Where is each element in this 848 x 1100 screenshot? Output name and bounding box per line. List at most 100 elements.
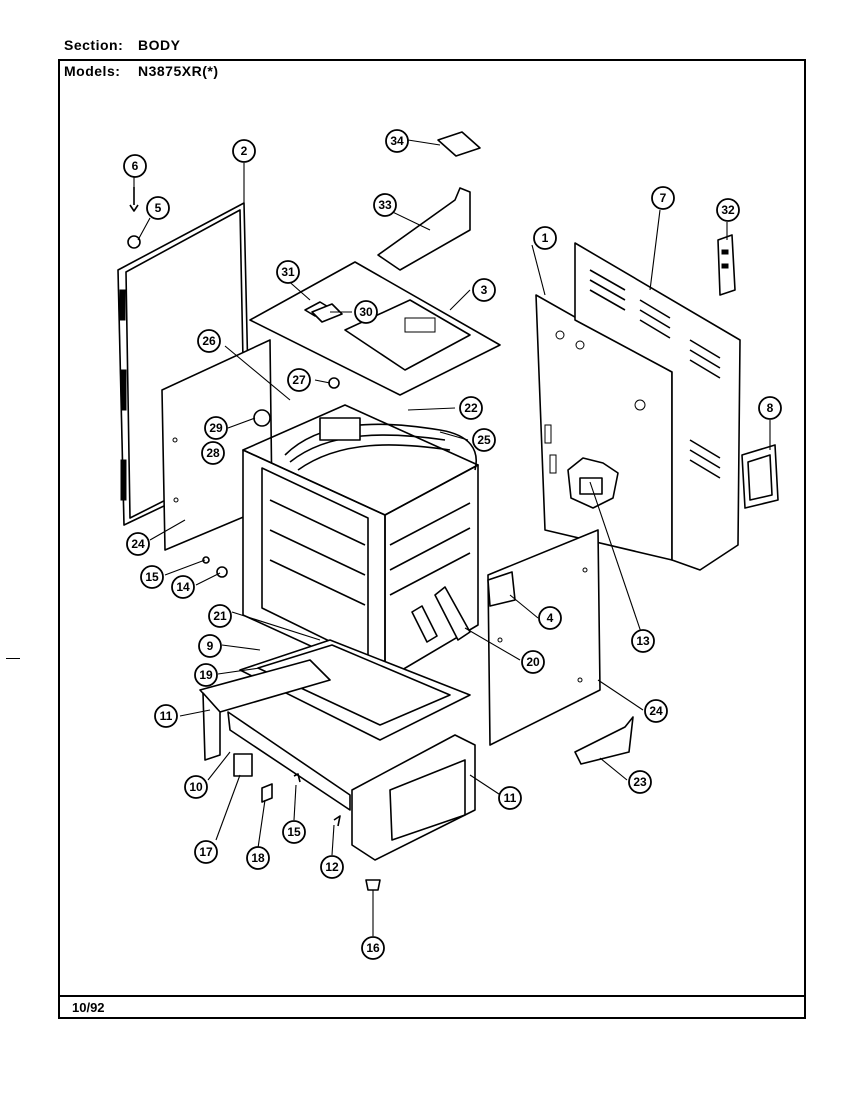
callout-circle (644, 699, 668, 723)
section-key: Section: (64, 37, 124, 53)
part-corner-bracket (574, 716, 634, 765)
footer-date: 10/92 (72, 1000, 105, 1015)
callout-14: 14 (171, 575, 195, 599)
callout-circle (758, 396, 782, 420)
section-value: BODY (138, 37, 181, 53)
callout-3: 3 (472, 278, 496, 302)
callout-11: 11 (154, 704, 178, 728)
callout-7: 7 (651, 186, 675, 210)
callout-circle (651, 186, 675, 210)
callout-label: 15 (145, 570, 159, 584)
callout-label: 22 (464, 401, 478, 415)
callout-2: 2 (232, 139, 256, 163)
part-access-cover (741, 444, 779, 509)
callout-9: 9 (198, 634, 222, 658)
callout-label: 6 (132, 159, 139, 173)
callout-18: 18 (246, 846, 270, 870)
callout-label: 1 (542, 231, 549, 245)
callout-circle (538, 606, 562, 630)
callout-12: 12 (320, 855, 344, 879)
callout-label: 25 (477, 433, 491, 447)
callout-circle (320, 855, 344, 879)
part-oven-cavity (242, 404, 479, 681)
models-value: N3875XR(*) (138, 63, 219, 79)
callout-label: 10 (189, 780, 203, 794)
callout-19: 19 (194, 663, 218, 687)
part-flue-duct (377, 187, 471, 271)
callout-circle (472, 278, 496, 302)
callout-circle (533, 226, 557, 250)
callout-circle (498, 786, 522, 810)
callout-circle (459, 396, 483, 420)
part-small-hardware (127, 187, 381, 891)
part-wiring-harness (284, 417, 477, 471)
callout-label: 11 (504, 791, 517, 805)
callout-circle (154, 704, 178, 728)
callout-circle (208, 604, 232, 628)
callout-6: 6 (123, 154, 147, 178)
callout-circle (373, 193, 397, 217)
callout-27: 27 (287, 368, 311, 392)
part-flue-cap (437, 131, 481, 157)
callout-29: 29 (204, 416, 228, 440)
callout-15: 15 (140, 565, 164, 589)
diagram-frame (58, 59, 806, 1019)
models-key: Models: (64, 63, 121, 79)
callout-label: 9 (207, 639, 214, 653)
callout-label: 11 (160, 709, 173, 723)
callout-5: 5 (146, 196, 170, 220)
callout-label: 33 (378, 198, 392, 212)
callout-label: 24 (131, 537, 145, 551)
callout-circle (146, 196, 170, 220)
callout-circle (204, 416, 228, 440)
callout-33: 33 (373, 193, 397, 217)
callout-circle (246, 846, 270, 870)
callout-circle (140, 565, 164, 589)
callout-22: 22 (459, 396, 483, 420)
callout-label: 8 (767, 401, 774, 415)
callout-label: 15 (287, 825, 301, 839)
callout-label: 16 (366, 941, 380, 955)
callout-30: 30 (354, 300, 378, 324)
callout-label: 4 (547, 611, 554, 625)
callout-label: 31 (281, 265, 295, 279)
part-hinge (411, 586, 471, 643)
callout-label: 29 (209, 421, 223, 435)
callout-label: 14 (176, 580, 190, 594)
callout-34: 34 (385, 129, 409, 153)
part-small-bracket (487, 571, 516, 607)
callout-label: 12 (325, 860, 339, 874)
callout-8: 8 (758, 396, 782, 420)
callout-circle (276, 260, 300, 284)
callout-32: 32 (716, 198, 740, 222)
callout-label: 27 (292, 373, 306, 387)
margin-tick (6, 658, 20, 659)
callout-label: 28 (206, 446, 220, 460)
callout-15: 15 (282, 820, 306, 844)
callout-24: 24 (644, 699, 668, 723)
callout-label: 30 (359, 305, 373, 319)
callout-circle (282, 820, 306, 844)
callout-label: 23 (633, 775, 647, 789)
callout-28: 28 (201, 441, 225, 465)
part-rear-cover (574, 242, 741, 571)
callout-circle (197, 329, 221, 353)
callout-circle (198, 634, 222, 658)
callout-4: 4 (538, 606, 562, 630)
callout-label: 21 (213, 609, 227, 623)
callout-10: 10 (184, 775, 208, 799)
callout-circle (472, 428, 496, 452)
callout-circle (385, 129, 409, 153)
callout-23: 23 (628, 770, 652, 794)
callout-label: 5 (155, 201, 162, 215)
callout-circle (716, 198, 740, 222)
callout-label: 3 (481, 283, 488, 297)
callout-26: 26 (197, 329, 221, 353)
callout-circle (194, 840, 218, 864)
callout-label: 13 (636, 634, 650, 648)
callout-circle (201, 441, 225, 465)
callout-13: 13 (631, 629, 655, 653)
callout-label: 24 (649, 704, 663, 718)
